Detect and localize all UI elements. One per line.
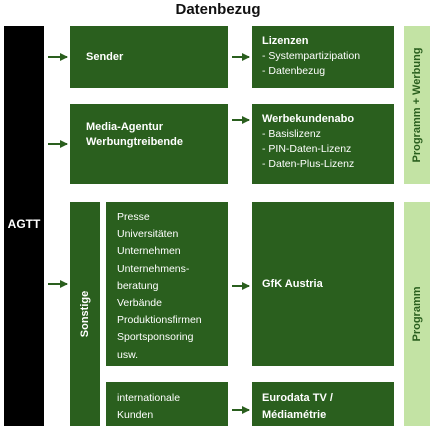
werbekundenabo-item: - PIN-Daten-Lizenz [262, 143, 352, 155]
mediametrie-label: Médiamétrie [262, 409, 327, 421]
sender-label: Sender [86, 51, 124, 63]
sonstige-list-item: beratung [117, 279, 159, 292]
lizenzen-box: Lizenzen - Systempartizipation - Datenbe… [252, 26, 394, 88]
diagram-title: Datenbezug [175, 1, 261, 18]
gfk-austria-label: GfK Austria [262, 278, 323, 290]
sonstige-list-box: Presse Universitäten Unternehmen Unterne… [106, 202, 228, 366]
internationale-kunden-label: internationale [117, 392, 181, 404]
eurodata-box: Eurodata TV / Médiamétrie [252, 382, 394, 426]
werbekundenabo-item: - Basislizenz [262, 128, 321, 140]
internationale-kunden-box: internationale Kunden [106, 382, 228, 426]
sonstige-list-item: usw. [117, 348, 139, 361]
sonstige-list-item: Universitäten [117, 228, 179, 241]
werbekundenabo-item: - Daten-Plus-Lizenz [262, 158, 355, 170]
lizenzen-item: - Datenbezug [262, 65, 326, 77]
sonstige-list-item: Verbände [117, 297, 162, 310]
werbekundenabo-heading: Werbekundenabo [262, 113, 355, 125]
sender-box: Sender [70, 26, 228, 88]
sonstige-list-item: Produktionsfirmen [117, 314, 202, 327]
sonstige-list-item: Sportsponsoring [117, 331, 194, 344]
media-agentur-label: Media-Agentur [86, 121, 163, 133]
gfk-austria-box: GfK Austria [252, 202, 394, 366]
internationale-kunden-label: Kunden [117, 409, 154, 421]
werbekundenabo-box: Werbekundenabo - Basislizenz - PIN-Daten… [252, 104, 394, 184]
media-agentur-box: Media-Agentur Werbungtreibende [70, 104, 228, 184]
lizenzen-item: - Systempartizipation [262, 50, 361, 62]
agtt-box: AGTT [4, 26, 44, 426]
lizenzen-heading: Lizenzen [262, 35, 309, 47]
sonstige-list-item: Unternehmen [117, 245, 181, 258]
agtt-label: AGTT [7, 217, 41, 231]
eurodata-label: Eurodata TV / [262, 392, 333, 404]
sonstige-list-item: Presse [117, 211, 150, 223]
programm-bar: Programm [404, 202, 430, 426]
programm-werbung-bar: Programm + Werbung [404, 26, 430, 184]
sonstige-box: Sonstige [70, 202, 100, 426]
sonstige-list-item: Unternehmens- [117, 262, 190, 275]
werbungtreibende-label: Werbungtreibende [86, 136, 183, 148]
